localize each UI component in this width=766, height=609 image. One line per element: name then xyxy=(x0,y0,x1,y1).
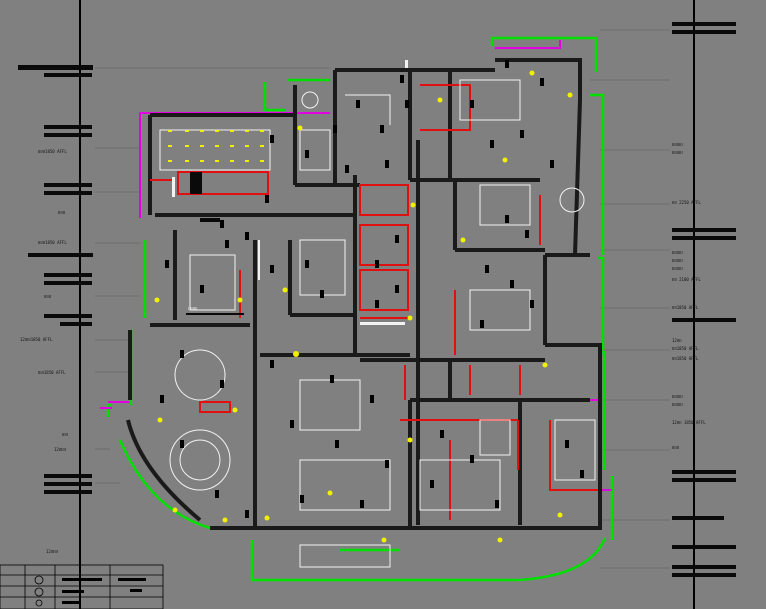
left-label-bar xyxy=(44,183,92,187)
right-annotation: ⅠⅠⅠⅠ 2100 AFFL xyxy=(672,277,701,282)
right-label-bar xyxy=(672,470,736,474)
left-annotation: ⅠⅠⅠⅠⅠⅠ xyxy=(58,210,66,215)
right-label-bar xyxy=(672,516,724,520)
left-annotation: ⅠⅠⅠⅠⅠ1850 AFFL xyxy=(38,370,66,375)
white-bars xyxy=(172,60,408,325)
left-label-bar xyxy=(44,482,92,486)
left-label-bar xyxy=(44,281,92,285)
right-label-bar xyxy=(672,228,736,232)
right-annotation: ⅠⅠⅠⅠ1850 AFFL xyxy=(672,356,699,361)
right-label-bar xyxy=(672,236,736,240)
left-label-bar xyxy=(44,125,92,129)
room-annotation-underline xyxy=(186,313,244,315)
right-annotation: ⅠⅠⅠⅠⅠⅠⅠⅠⅠ xyxy=(672,150,683,155)
ceiling-fixtures xyxy=(160,60,584,518)
walls xyxy=(126,58,602,530)
left-annotation: ⅠⅠⅠⅠⅠⅠ1850 AFFL xyxy=(38,149,67,154)
right-annotation: ⅠⅠⅠⅠⅠⅠⅠⅠⅠ xyxy=(672,394,683,399)
light-markers xyxy=(154,70,573,543)
right-label-bar xyxy=(672,573,736,577)
left-annotation: 12ⅠⅠⅠⅠⅠⅠ xyxy=(54,447,66,452)
left-label-bar xyxy=(60,322,92,326)
left-label-bar xyxy=(28,253,93,257)
right-annotation: ⅠⅠⅠⅠ 2250 AFFL xyxy=(672,200,701,205)
left-label-bar xyxy=(44,133,92,137)
right-label-bar xyxy=(672,565,736,569)
right-annotation: ⅠⅠⅠⅠⅠⅠⅠⅠⅠ xyxy=(672,142,683,147)
left-annotation: ⅠⅠⅠⅠⅠⅠ xyxy=(44,294,52,299)
left-annotation: 12ⅠⅠⅠⅠⅠ1850 AFFL xyxy=(20,337,53,342)
left-label-bar xyxy=(44,73,92,77)
right-annotation: ⅠⅠⅠⅠⅠⅠ xyxy=(672,445,680,450)
right-annotation: 12ⅠⅠⅠⅠ xyxy=(672,338,682,343)
right-label-bar xyxy=(672,545,736,549)
right-annotation: 12ⅠⅠⅠⅠ 1850 AFFL xyxy=(672,420,706,425)
left-label-bar xyxy=(44,191,92,195)
title-block xyxy=(0,564,164,609)
left-label-bar xyxy=(44,474,92,478)
right-label-bar xyxy=(672,318,736,322)
left-label-bar xyxy=(44,273,92,277)
left-annotation: ⅠⅠⅠⅠⅠⅠ1850 AFFL xyxy=(38,240,67,245)
right-label-bar xyxy=(672,478,736,482)
right-annotation: ⅠⅠⅠⅠⅠⅠⅠⅠⅠ xyxy=(672,250,683,255)
left-label-bar xyxy=(44,490,92,494)
left-annotation: 12ⅠⅠⅠⅠⅠⅠ xyxy=(46,549,58,554)
dark-accents xyxy=(190,172,220,222)
right-annotation: ⅠⅠⅠⅠⅠⅠⅠⅠⅠ xyxy=(672,402,683,407)
left-annotation: ⅠⅠⅠⅠⅠ xyxy=(62,432,68,437)
leader-lines xyxy=(95,29,670,569)
right-annotation: ⅠⅠⅠⅠⅠⅠⅠⅠⅠ xyxy=(672,258,683,263)
right-annotation: ⅠⅠⅠⅠⅠⅠⅠⅠⅠ xyxy=(672,266,683,271)
right-annotation: ⅠⅠⅠⅠ1850 AFFL xyxy=(672,305,699,310)
exterior-glazing xyxy=(106,36,614,582)
right-label-bar xyxy=(672,30,736,34)
room-annotation: ⅠⅠⅠⅠⅠⅠⅠⅠ xyxy=(188,306,198,311)
right-annotation: ⅠⅠⅠⅠ1850 AFFL xyxy=(672,346,699,351)
right-label-bar xyxy=(672,22,736,26)
left-label-bar xyxy=(18,65,93,70)
title-block-fills xyxy=(62,578,146,604)
left-label-bar xyxy=(44,314,92,318)
